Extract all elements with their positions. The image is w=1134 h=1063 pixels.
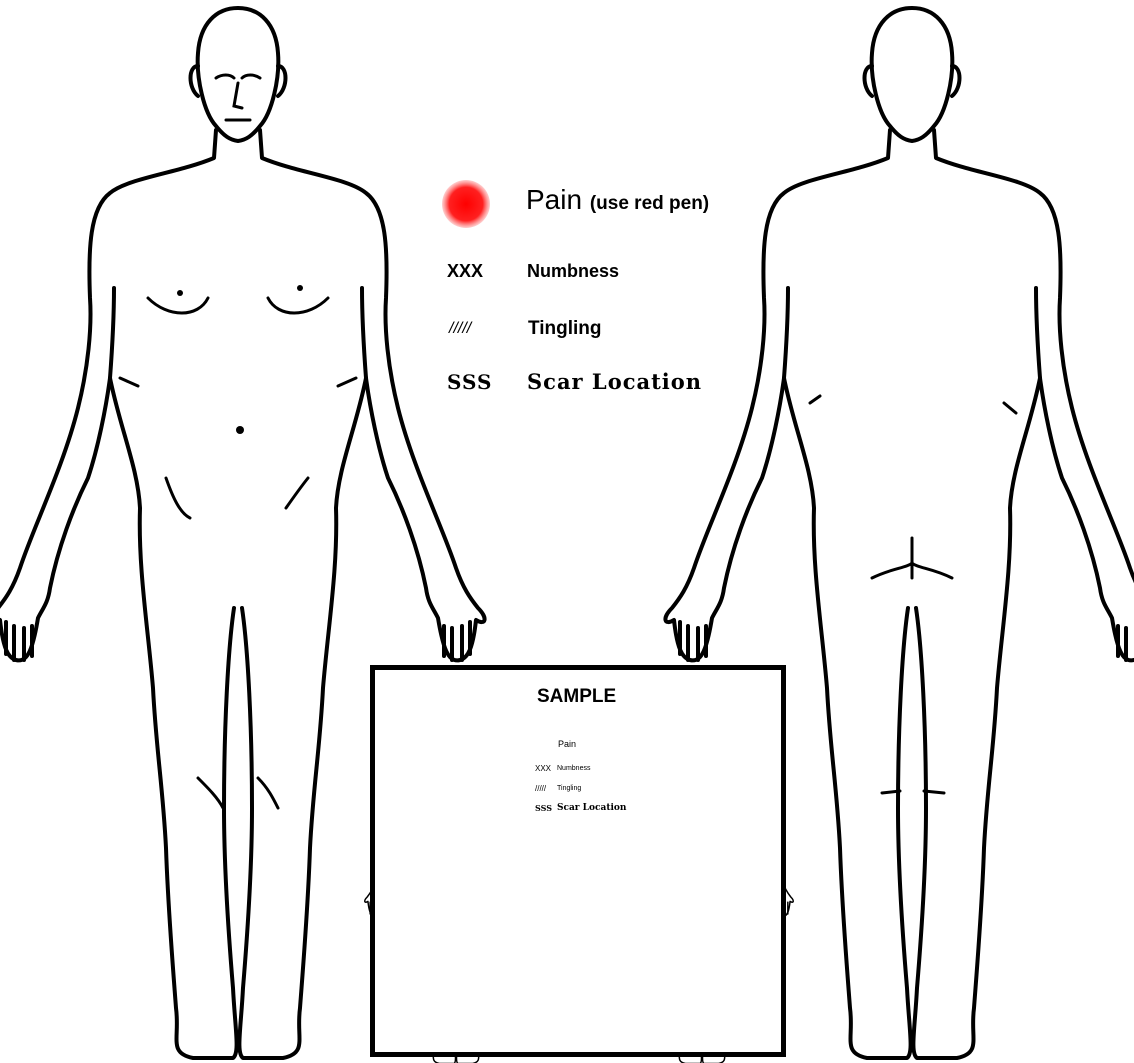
sample-tingling-label: Tingling — [557, 785, 581, 792]
scar-symbol: SSS — [447, 370, 492, 394]
tingling-label: Tingling — [528, 318, 602, 340]
numbness-label: Numbness — [527, 261, 619, 282]
sample-pain-label: Pain — [558, 739, 576, 749]
numbness-symbol: XXX — [447, 261, 483, 282]
tingling-symbol: ///// — [449, 320, 471, 338]
sample-numbness-label: Numbness — [557, 765, 590, 772]
scar-label: Scar Location — [527, 369, 702, 394]
sample-title: SAMPLE — [537, 686, 616, 708]
pain-label-text: Pain — [526, 184, 582, 215]
sample-tingling-symbol: ///// — [535, 784, 546, 793]
sample-numbness-symbol: XXX — [535, 764, 551, 773]
sample-box: SAMPLE Pain XXX Numbness ///// Tingling … — [370, 665, 786, 1057]
pain-note: (use red pen) — [590, 193, 709, 214]
pain-legend-dot — [442, 180, 490, 228]
sample-scar-symbol: SSS — [535, 803, 552, 813]
pain-label: Pain (use red pen) — [526, 184, 709, 216]
sample-scar-label: Scar Location — [557, 803, 626, 813]
